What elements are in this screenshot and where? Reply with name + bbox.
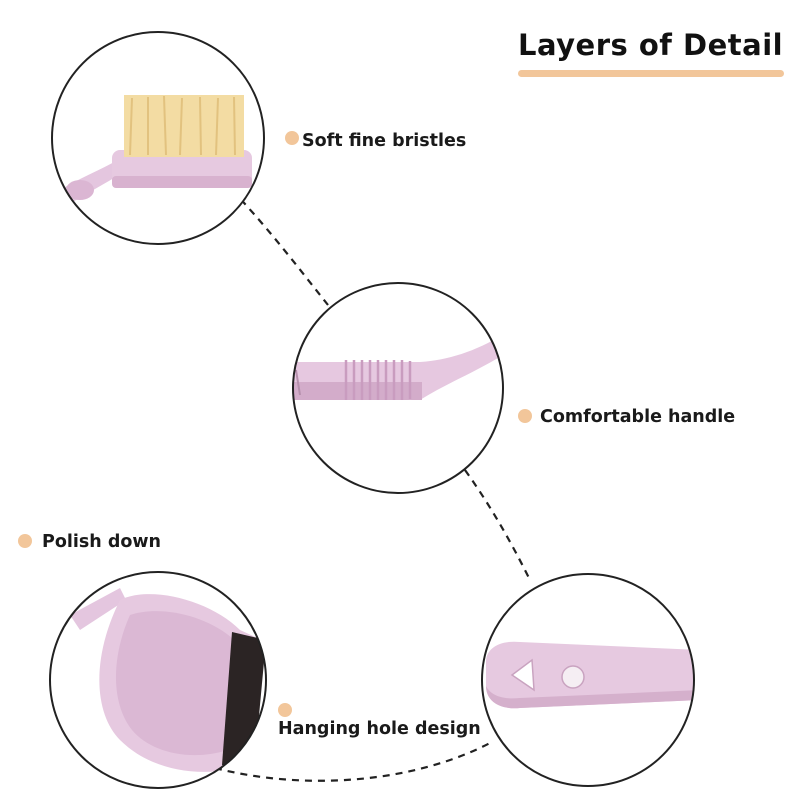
label-dot-3 xyxy=(18,534,32,548)
label-dot-1 xyxy=(285,131,299,145)
handle-closeup xyxy=(293,283,503,493)
feature-label-hanging: Hanging hole design xyxy=(278,719,481,739)
circle-frame-3 xyxy=(49,571,267,789)
feature-label-polish: Polish down xyxy=(42,532,161,552)
connector-line-3 xyxy=(214,741,493,782)
label-dot-2 xyxy=(518,409,532,423)
circle-frame-1 xyxy=(51,31,265,245)
dustpan-closeup xyxy=(50,572,266,788)
bristles-closeup xyxy=(52,32,264,244)
label-dot-4 xyxy=(278,703,292,717)
feature-label-handle: Comfortable handle xyxy=(540,407,736,427)
connector-line-1 xyxy=(231,189,329,306)
hanging-hole-icon xyxy=(510,658,535,692)
feature-label-bristles: Soft fine bristles xyxy=(302,131,467,151)
hanging-hole-closeup xyxy=(482,574,694,786)
page-title: Layers of Detail xyxy=(518,28,784,62)
title-underline xyxy=(518,70,784,77)
circle-frame-4 xyxy=(481,573,695,787)
circle-frame-2 xyxy=(292,282,504,494)
connector-line-2 xyxy=(464,469,531,581)
